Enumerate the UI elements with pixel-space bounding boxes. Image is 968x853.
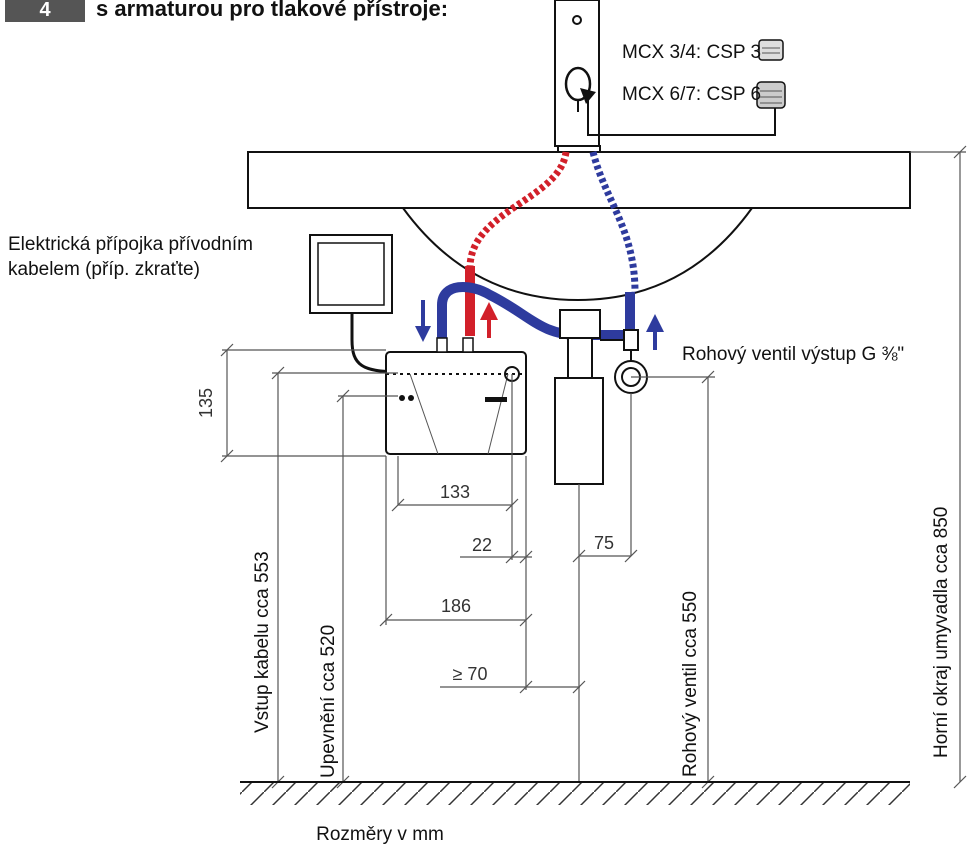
aerator-leader (587, 92, 776, 136)
valve-height-label: Rohový ventil cca 550 (680, 591, 701, 777)
leader-arrow (580, 88, 596, 104)
mounting-label: Upevnění cca 520 (318, 625, 339, 778)
aerator-mcx34-label: MCX 3/4: CSP 3 (622, 42, 761, 63)
header-title: s armaturou pro tlakové přístroje: (96, 0, 448, 21)
dim-22: 22 (472, 535, 492, 555)
dim-133: 133 (440, 482, 470, 502)
floor (240, 781, 910, 805)
dimension-lines (220, 145, 967, 789)
step-number: 4 (39, 0, 51, 21)
aerator-csp6-icon (756, 81, 786, 109)
dim-186: 186 (441, 596, 471, 616)
siphon (554, 309, 604, 782)
cold-in-arrow (415, 300, 431, 342)
angle-valve (600, 329, 648, 394)
aerator-csp3-icon (758, 39, 784, 61)
step-badge (5, 0, 85, 22)
electrical-box (309, 234, 401, 374)
water-heater (385, 337, 527, 455)
electric-label-line2: kabelem (příp. zkraťte) (8, 259, 200, 280)
cable-entry-label: Vstup kabelu cca 553 (252, 551, 273, 733)
dim-75: 75 (594, 533, 614, 553)
basin-height-label: Horní okraj umyvadla cca 850 (931, 507, 952, 758)
cold-hose (589, 151, 639, 293)
sensor-dot (572, 15, 582, 25)
hot-out-arrow (480, 302, 498, 338)
hot-pipe (465, 266, 475, 336)
units-caption: Rozměry v mm (316, 824, 444, 845)
electric-label-line1: Elektrická přípojka přívodním (8, 234, 253, 255)
dim-70: ≥ 70 (453, 664, 488, 684)
valve-up-arrow (646, 314, 664, 350)
aerator-mcx67-label: MCX 6/7: CSP 6 (622, 84, 761, 105)
wash-basin (247, 151, 911, 302)
dim-135: 135 (196, 388, 216, 418)
angle-valve-label: Rohový ventil výstup G ⅜" (682, 344, 904, 365)
faucet (554, 0, 776, 153)
hot-hose (466, 151, 570, 269)
